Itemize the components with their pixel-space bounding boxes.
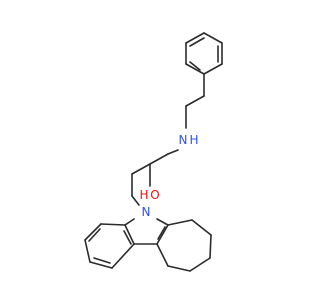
bond — [191, 219, 212, 236]
amine-nitrogen-label: N — [179, 133, 188, 147]
bonds — [84, 32, 223, 272]
bond — [131, 195, 140, 206]
bond — [156, 224, 169, 245]
bond — [167, 265, 191, 272]
bond — [185, 63, 205, 75]
bond-double — [88, 228, 101, 242]
bond — [124, 218, 135, 226]
bond-double — [123, 230, 132, 245]
bond — [131, 163, 151, 175]
atom-labels: N H H O N — [139, 133, 198, 219]
bond-double — [157, 226, 166, 240]
bond — [84, 223, 102, 241]
bond — [89, 261, 113, 269]
bond — [167, 219, 193, 226]
structure-canvas: N H H O N — [84, 32, 223, 272]
bond — [209, 234, 212, 259]
bond — [203, 32, 223, 44]
bond — [189, 257, 211, 272]
bond — [185, 32, 205, 44]
bond — [124, 224, 135, 245]
ring-nitrogen-label: N — [142, 205, 151, 219]
bond — [167, 149, 179, 155]
molecule-structure: N H H O N — [84, 32, 223, 272]
bond — [156, 243, 169, 267]
bond — [156, 218, 169, 226]
bond — [84, 239, 91, 263]
bond — [203, 63, 223, 75]
bond — [149, 153, 169, 165]
amine-hydrogen-label: H — [189, 133, 198, 147]
hydroxyl-hydrogen-label: H — [139, 188, 148, 202]
bond — [111, 243, 135, 269]
bond-double — [189, 61, 201, 71]
bond — [100, 223, 126, 226]
bond — [185, 95, 205, 107]
bond-double — [189, 37, 205, 47]
hydroxyl-oxygen-label: O — [150, 188, 159, 202]
bond-double — [93, 257, 111, 264]
